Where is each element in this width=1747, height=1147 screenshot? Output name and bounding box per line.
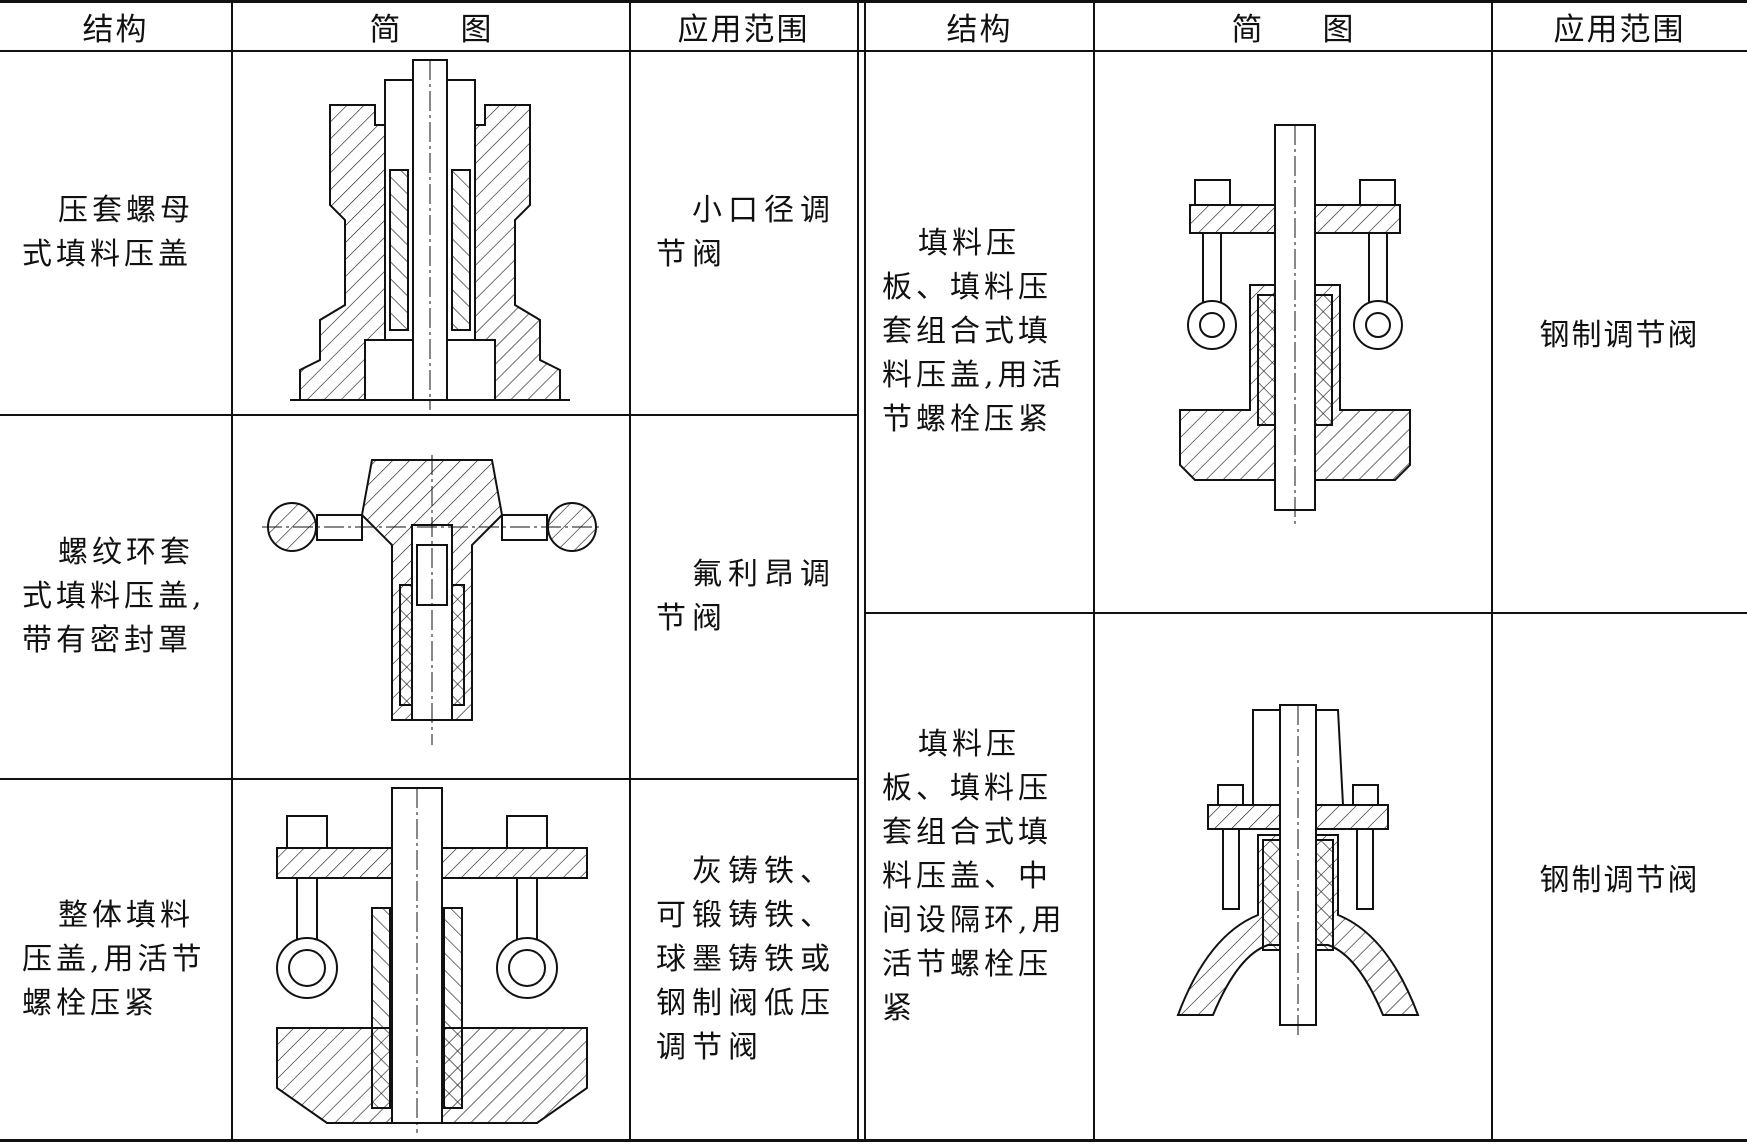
row-rule	[864, 612, 1747, 614]
row1-application: 小口径调节阀	[630, 52, 857, 414]
row5-structure-text: 填料压板、填料压套组合式填料压盖、中间设隔环,用活节螺栓压紧	[882, 726, 1066, 1026]
grid-line	[1093, 0, 1095, 1142]
row1-structure: 压套螺母式填料压盖	[0, 52, 231, 414]
header-sketch-right: 简图	[1231, 12, 1414, 48]
row4-structure: 填料压板、填料压套组合式填料压盖,用活节螺栓压紧	[866, 52, 1093, 612]
sketch-gland-nut	[290, 60, 570, 410]
row4-structure-text: 填料压板、填料压套组合式填料压盖,用活节螺栓压紧	[882, 226, 1066, 437]
row-rule	[0, 778, 858, 780]
row-rule	[0, 414, 858, 416]
header-rule	[0, 50, 1747, 52]
row5-structure: 填料压板、填料压套组合式填料压盖、中间设隔环,用活节螺栓压紧	[866, 614, 1093, 1139]
row3-application-text: 灰铸铁、可锻铸铁、球墨铸铁或钢制阀低压调节阀	[656, 853, 836, 1065]
grid-line	[629, 0, 631, 1142]
center-double-line	[857, 0, 859, 1142]
row5-application: 钢制调节阀	[1539, 862, 1700, 898]
sketch-combined-gland	[1170, 125, 1420, 525]
grid-line	[231, 0, 233, 1142]
table-top-rule	[0, 0, 1747, 3]
sketch-threaded-ring	[262, 455, 602, 745]
row1-application-text: 小口径调节阀	[656, 193, 836, 272]
grid-line	[1491, 0, 1493, 1142]
header-structure-right: 结构	[946, 12, 1013, 48]
row2-application: 氟利昂调节阀	[630, 416, 857, 778]
sketch-integral-gland	[262, 788, 602, 1133]
row4-application: 钢制调节阀	[1539, 318, 1700, 353]
table-bottom-rule	[0, 1139, 1747, 1142]
row3-application: 灰铸铁、可锻铸铁、球墨铸铁或钢制阀低压调节阀	[630, 780, 857, 1139]
row2-application-text: 氟利昂调节阀	[656, 557, 836, 636]
row2-structure-text: 螺纹环套式填料压盖,带有密封罩	[22, 535, 206, 658]
row3-structure-text: 整体填料压盖,用活节螺栓压紧	[22, 897, 206, 1021]
row1-structure-text: 压套螺母式填料压盖	[22, 193, 194, 272]
header-structure-left: 结构	[82, 12, 149, 48]
header-application-right: 应用范围	[1553, 12, 1686, 48]
sketch-lantern-ring-gland	[1168, 705, 1428, 1035]
header-sketch-left: 简图	[369, 12, 552, 48]
row2-structure: 螺纹环套式填料压盖,带有密封罩	[0, 416, 231, 778]
row3-structure: 整体填料压盖,用活节螺栓压紧	[0, 780, 231, 1139]
header-application-left: 应用范围	[677, 12, 810, 48]
center-double-line	[864, 0, 866, 1142]
